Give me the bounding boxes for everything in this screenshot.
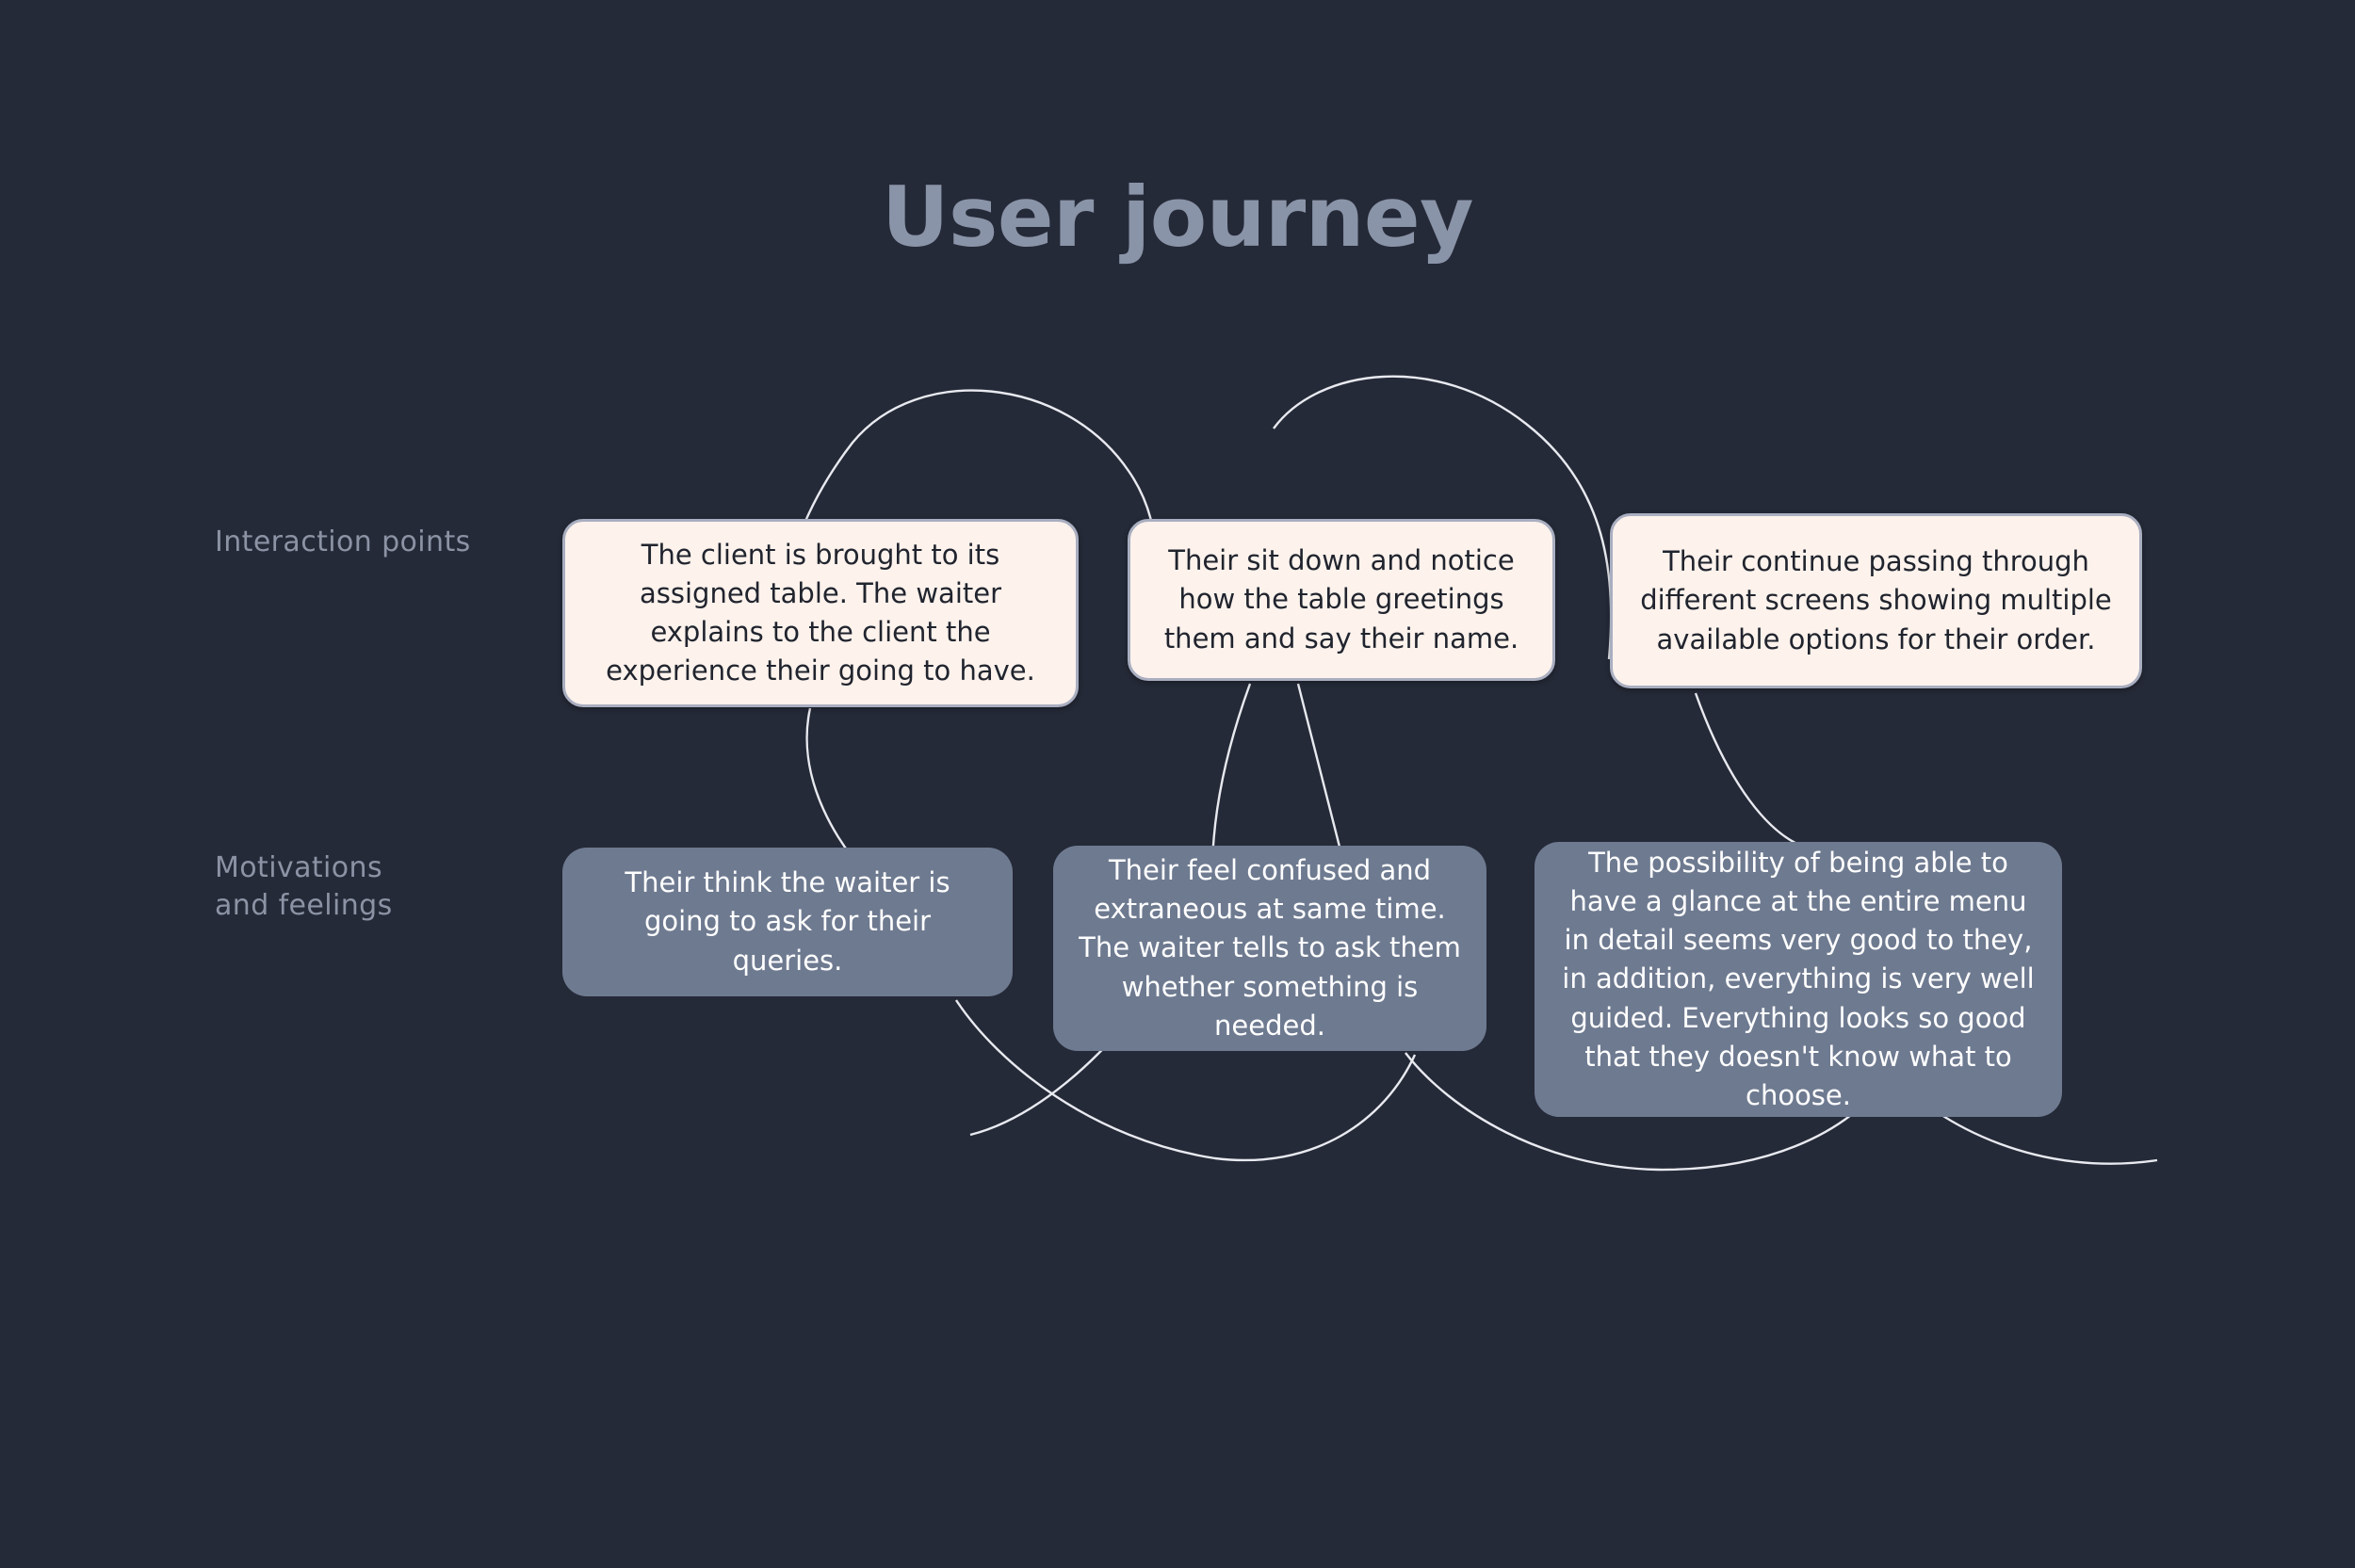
interaction-card-3[interactable]: Their continue passing through different…	[1610, 513, 2142, 688]
row-label-motivations-and-feelings: Motivations and feelings	[215, 851, 393, 922]
interaction-card-1-text: The client is brought to its assigned ta…	[606, 538, 1035, 687]
interaction-card-3-text: Their continue passing through different…	[1640, 545, 2112, 655]
interaction-card-1[interactable]: The client is brought to its assigned ta…	[562, 519, 1079, 707]
page-title: User journey	[882, 169, 1473, 266]
motivation-card-1[interactable]: Their think the waiter is going to ask f…	[562, 848, 1013, 996]
interaction-card-2-text: Their sit down and notice how the table …	[1163, 544, 1519, 655]
motivation-card-3-text: The possibility of being able to have a …	[1562, 846, 2035, 1111]
row-label-interaction-points: Interaction points	[215, 525, 471, 558]
connector-curve-9	[1694, 692, 1802, 848]
motivation-card-2-text: Their feel confused and extraneous at sa…	[1079, 854, 1461, 1042]
motivation-card-1-text: Their think the waiter is going to ask f…	[625, 866, 950, 977]
interaction-card-2[interactable]: Their sit down and notice how the table …	[1128, 519, 1555, 681]
motivation-card-3[interactable]: The possibility of being able to have a …	[1535, 842, 2062, 1117]
motivation-card-2[interactable]: Their feel confused and extraneous at sa…	[1053, 846, 1486, 1051]
